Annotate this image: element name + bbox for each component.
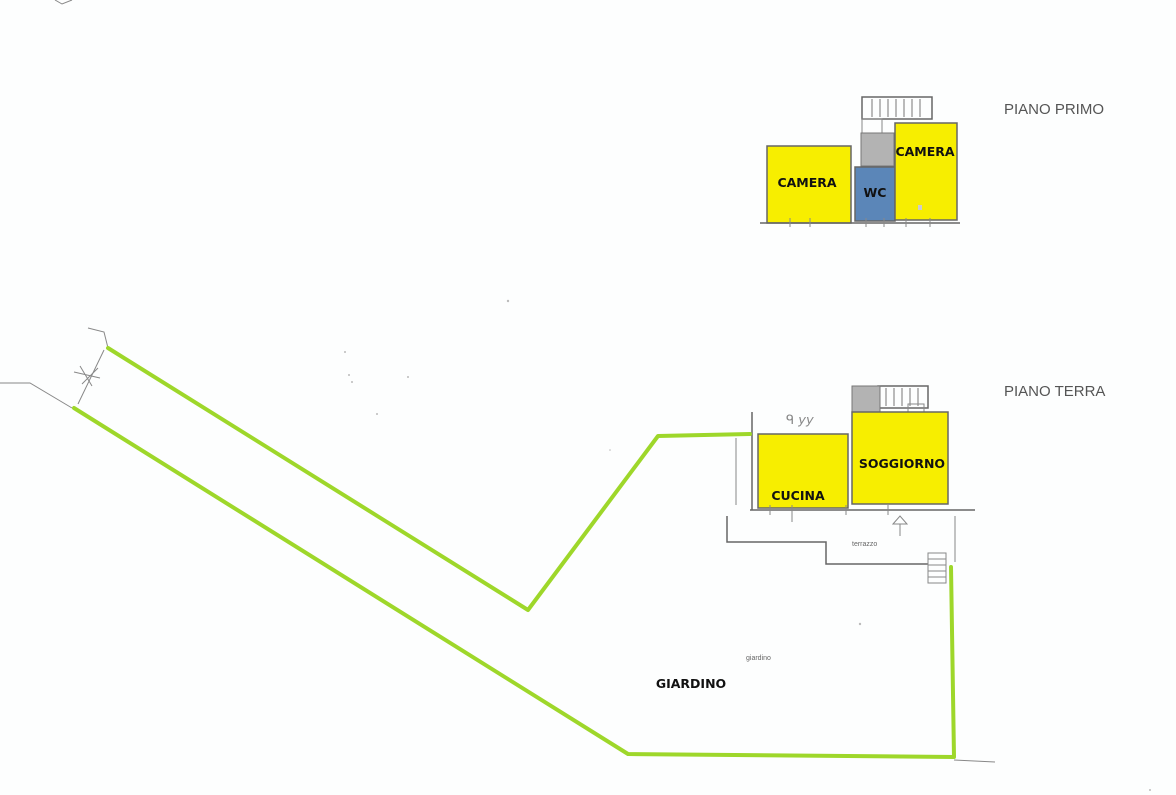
terrace-outline: [726, 516, 928, 565]
outdoor-stair-steps: [928, 558, 946, 578]
property-boundary-lower: [72, 406, 956, 759]
upper-stair-landing: [861, 96, 933, 120]
gate-symbol: [73, 365, 101, 387]
path-left-edge: [0, 382, 73, 409]
path-top-tick: [87, 327, 109, 349]
room-label-soggiorno: SOGGIORNO: [859, 456, 945, 471]
upper-floor-label: PIANO PRIMO: [1004, 101, 1104, 118]
terrace-label: terrazzo: [852, 541, 877, 548]
scan-specks: [344, 299, 1151, 791]
room-label-camera-left: CAMERA: [777, 175, 836, 190]
ground-floor-plan: ᑫ 𝘺𝘺 terrazzo CUCINA SOGGIORNO: [726, 385, 975, 584]
upper-stair-block: [860, 132, 895, 167]
corner-fragment: [54, 0, 73, 5]
room-cucina: [757, 433, 849, 509]
room-label-cucina: CUCINA: [771, 488, 825, 503]
upper-stair-steps: [871, 99, 921, 117]
room-wc: [854, 166, 896, 222]
garden-small-label: giardino: [746, 655, 771, 662]
ground-window-marks: [769, 505, 889, 522]
room-camera-right: [894, 122, 958, 221]
gate-line: [77, 349, 105, 405]
entrance-arrow: [891, 515, 909, 536]
room-label-giardino: GIARDINO: [656, 676, 726, 691]
ground-floor-label: PIANO TERRA: [1004, 383, 1105, 400]
upper-floor-plan: CAMERA WC CAMERA: [760, 96, 960, 227]
outdoor-stair: [927, 552, 947, 584]
upper-window-marks: [789, 218, 931, 227]
upper-stair-side: [861, 118, 883, 134]
room-label-wc: WC: [864, 185, 887, 200]
handwritten-mark: ᑫ 𝘺𝘺: [786, 413, 814, 428]
access-path-lines: [0, 327, 109, 409]
upper-detail: [918, 205, 922, 210]
property-boundary-upper: [106, 346, 752, 612]
boundary-extension: [953, 759, 996, 763]
room-label-camera-right: CAMERA: [895, 144, 954, 159]
room-soggiorno: [851, 411, 949, 505]
ground-stair-steps: [885, 388, 919, 406]
